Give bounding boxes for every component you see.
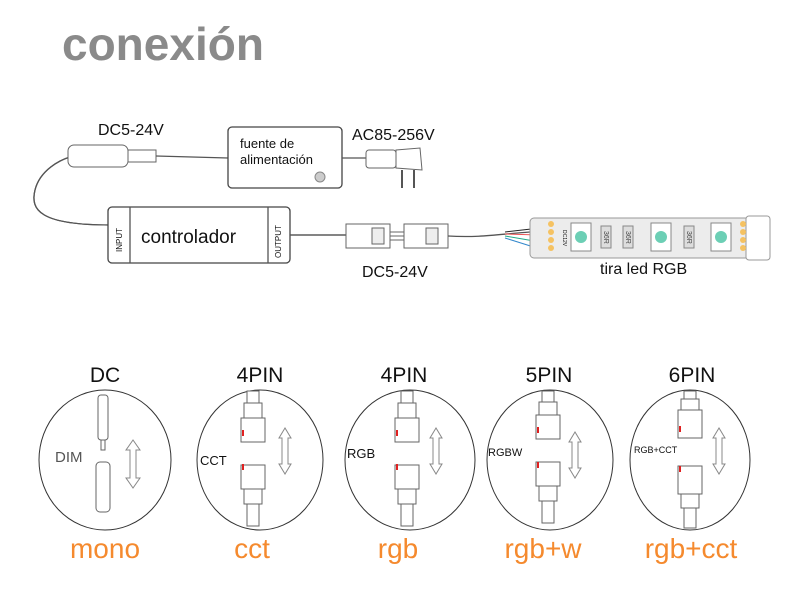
svg-text:DIM: DIM [55,449,83,466]
svg-text:OUTPUT: OUTPUT [274,225,283,258]
controller: INPUT OUTPUT controlador [107,206,291,264]
connector-title: 6PIN [669,364,716,387]
page-title: conexión [62,18,264,70]
svg-text:INPUT: INPUT [115,228,124,252]
output-voltage-label: DC5-24V [362,264,428,281]
connector-title: 5PIN [526,364,573,387]
led-strip: DC12V 36R 36R 36R [529,215,771,261]
dc-input-label: DC5-24V [98,122,164,139]
connector-type-label: rgb+w [504,533,582,564]
strip-label: tira led RGB [600,261,687,278]
svg-text:fuente de: fuente de [240,136,294,151]
svg-text:DC12V: DC12V [561,230,567,247]
output-cable [290,223,541,250]
connector-4pin-rgb: RGB 4PIN rgb [344,364,476,564]
connector-dc: DIM DC mono [38,364,172,564]
led-chip [650,222,672,252]
svg-text:RGB: RGB [347,446,375,461]
controller-label: controlador [141,227,237,248]
resistor-label: 36R [602,231,609,244]
connector-type-label: mono [70,533,140,564]
ac-plug [342,147,423,188]
dc-plug [67,144,129,168]
svg-text:RGBW: RGBW [488,447,523,459]
resistor [683,225,695,249]
ac-label: AC85-256V [352,127,435,144]
dc-input-cable [33,144,229,226]
resistor-label: 36R [685,231,692,244]
connector-type-label: cct [234,533,270,564]
connector-title: 4PIN [381,364,428,387]
resistor [600,225,612,249]
connector-5pin-rgbw: RGBW 5PIN rgb+w [486,364,614,564]
led-chip [570,222,592,252]
connector-6pin-rgbcct: RGB+CCT 6PIN rgb+cct [629,364,751,564]
svg-text:alimentación: alimentación [240,152,313,167]
resistor-label: 36R [624,231,631,244]
power-supply: fuente de alimentación [227,126,343,189]
connector-4pin-cct: CCT 4PIN cct [196,364,324,564]
connector-title: 4PIN [237,364,284,387]
connector-type-label: rgb+cct [645,533,738,564]
resistor [622,225,634,249]
svg-text:RGB+CCT: RGB+CCT [634,445,678,455]
svg-text:CCT: CCT [200,453,227,468]
led-chip [710,222,732,252]
connector-title: DC [90,364,120,387]
connector-type-label: rgb [378,533,418,564]
